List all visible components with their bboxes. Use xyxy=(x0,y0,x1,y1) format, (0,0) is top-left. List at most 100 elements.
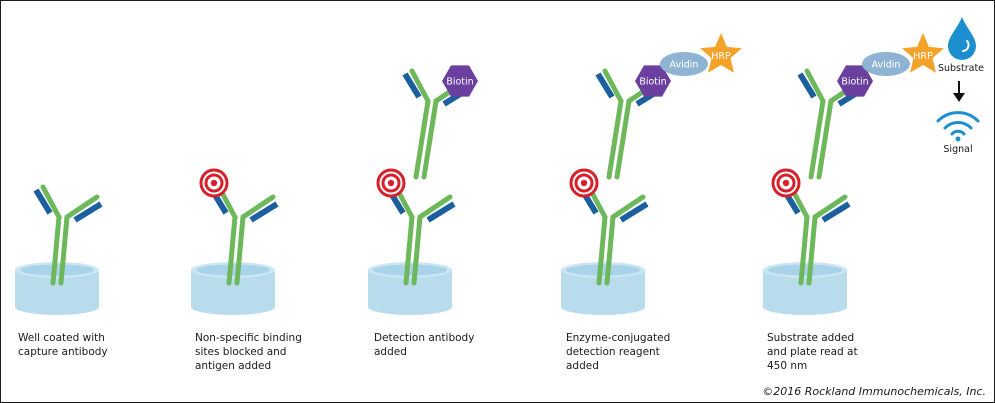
step-2-antigen xyxy=(199,168,229,198)
avidin-label: Avidin xyxy=(872,60,901,71)
step-4-avidin: Avidin xyxy=(660,52,708,76)
step-1-well xyxy=(15,262,99,315)
hrp-star xyxy=(902,33,944,73)
antibody-heavy-chain xyxy=(58,214,70,286)
well-body xyxy=(191,270,275,315)
step-5-caption: Substrate added and plate read at 450 nm xyxy=(767,332,858,372)
antibody-heavy-arm xyxy=(240,194,276,220)
antibody-light-chain xyxy=(402,72,422,99)
step-5-biotin: Biotin xyxy=(837,65,873,97)
antibody-light-chain xyxy=(797,72,817,99)
biotin-hexagon xyxy=(837,65,873,97)
antibody-heavy-arm xyxy=(409,68,431,104)
step-5-antigen xyxy=(771,168,801,198)
biotin-label: Biotin xyxy=(446,77,473,88)
antibody-heavy-chain xyxy=(806,214,818,286)
well-body xyxy=(561,270,645,315)
biotin-hexagon xyxy=(442,65,478,97)
step-2-well xyxy=(191,262,275,315)
antibody-heavy-arm xyxy=(610,194,646,220)
signal-icon xyxy=(936,111,980,142)
well-opening xyxy=(196,264,270,276)
step-1-capture-antibody xyxy=(33,184,103,286)
biotin-label: Biotin xyxy=(639,77,666,88)
substrate-drop-icon xyxy=(948,17,976,60)
step-2-capture-antibody xyxy=(209,184,279,286)
step-3-caption: Detection antibody added xyxy=(374,332,475,358)
signal-arc-middle xyxy=(943,121,973,130)
antibody-light-chain xyxy=(426,201,456,223)
antibody-light-chain xyxy=(595,72,615,99)
antibody-heavy-chain xyxy=(403,214,415,286)
antibody-heavy-chain xyxy=(798,214,810,286)
biotin-hexagon xyxy=(635,65,671,97)
antibody-light-chain xyxy=(73,201,103,223)
well-body xyxy=(763,270,847,315)
signal-arc-outer xyxy=(936,111,980,123)
signal-label: Signal xyxy=(943,144,972,155)
step-4-caption: Enzyme-conjugated detection reagent adde… xyxy=(566,332,671,372)
well-body xyxy=(368,270,452,315)
hrp-star xyxy=(700,33,742,73)
antibody-light-chain xyxy=(33,188,53,215)
antibody-heavy-chain xyxy=(808,98,826,180)
well-body xyxy=(15,270,99,315)
avidin-label: Avidin xyxy=(670,60,699,71)
antibody-heavy-chain xyxy=(606,98,624,180)
step-5-avidin: Avidin xyxy=(862,52,910,76)
arrow-head xyxy=(953,93,965,102)
antigen-center xyxy=(782,179,790,187)
antibody-heavy-arm xyxy=(812,194,848,220)
antibody-light-chain xyxy=(821,201,851,223)
antibody-heavy-chain xyxy=(234,214,246,286)
antibody-heavy-arm xyxy=(417,194,453,220)
antibody-heavy-chain xyxy=(596,214,608,286)
drop-shape xyxy=(948,17,976,60)
antibody-light-chain xyxy=(619,201,649,223)
step-5-well xyxy=(763,262,847,315)
antibody-heavy-arm xyxy=(40,184,62,220)
signal-arc-inner xyxy=(950,129,966,136)
antibody-heavy-chain xyxy=(226,214,238,286)
avidin-ellipse xyxy=(660,52,708,76)
well-opening xyxy=(373,264,447,276)
antibody-heavy-arm xyxy=(64,194,100,220)
drop-highlight xyxy=(962,40,970,52)
antigen-center xyxy=(387,179,395,187)
step-3-biotin: Biotin xyxy=(442,65,478,97)
arrow-down-icon xyxy=(953,81,965,102)
antibody-heavy-chain xyxy=(411,214,423,286)
antigen-center xyxy=(210,179,218,187)
antigen-center xyxy=(580,179,588,187)
antibody-heavy-chain xyxy=(413,98,431,180)
step-4-biotin: Biotin xyxy=(635,65,671,97)
copyright-notice: ©2016 Rockland Immunochemicals, Inc. xyxy=(762,385,986,398)
antibody-light-chain xyxy=(249,201,279,223)
antibody-heavy-chain xyxy=(614,98,632,180)
well-opening xyxy=(768,264,842,276)
step-2-caption: Non-specific binding sites blocked and a… xyxy=(195,332,302,372)
antibody-heavy-chain xyxy=(421,98,439,180)
antibody-heavy-arm xyxy=(602,68,624,104)
avidin-ellipse xyxy=(862,52,910,76)
antibody-heavy-chain xyxy=(604,214,616,286)
hrp-label: HRP xyxy=(913,51,933,62)
step-4-antigen xyxy=(569,168,599,198)
signal-dot xyxy=(955,136,961,142)
antibody-heavy-chain xyxy=(50,214,62,286)
well-opening xyxy=(566,264,640,276)
step-1-caption: Well coated with capture antibody xyxy=(18,332,108,358)
step-3-well xyxy=(368,262,452,315)
hrp-label: HRP xyxy=(711,51,731,62)
step-3-antigen xyxy=(376,168,406,198)
step-5-hrp: HRP xyxy=(902,33,944,73)
substrate-label: Substrate xyxy=(938,63,984,74)
antibody-heavy-arm xyxy=(804,68,826,104)
step-4-hrp: HRP xyxy=(700,33,742,73)
biotin-label: Biotin xyxy=(841,77,868,88)
antibody-heavy-chain xyxy=(816,98,834,180)
well-opening xyxy=(20,264,94,276)
step-4-well xyxy=(561,262,645,315)
